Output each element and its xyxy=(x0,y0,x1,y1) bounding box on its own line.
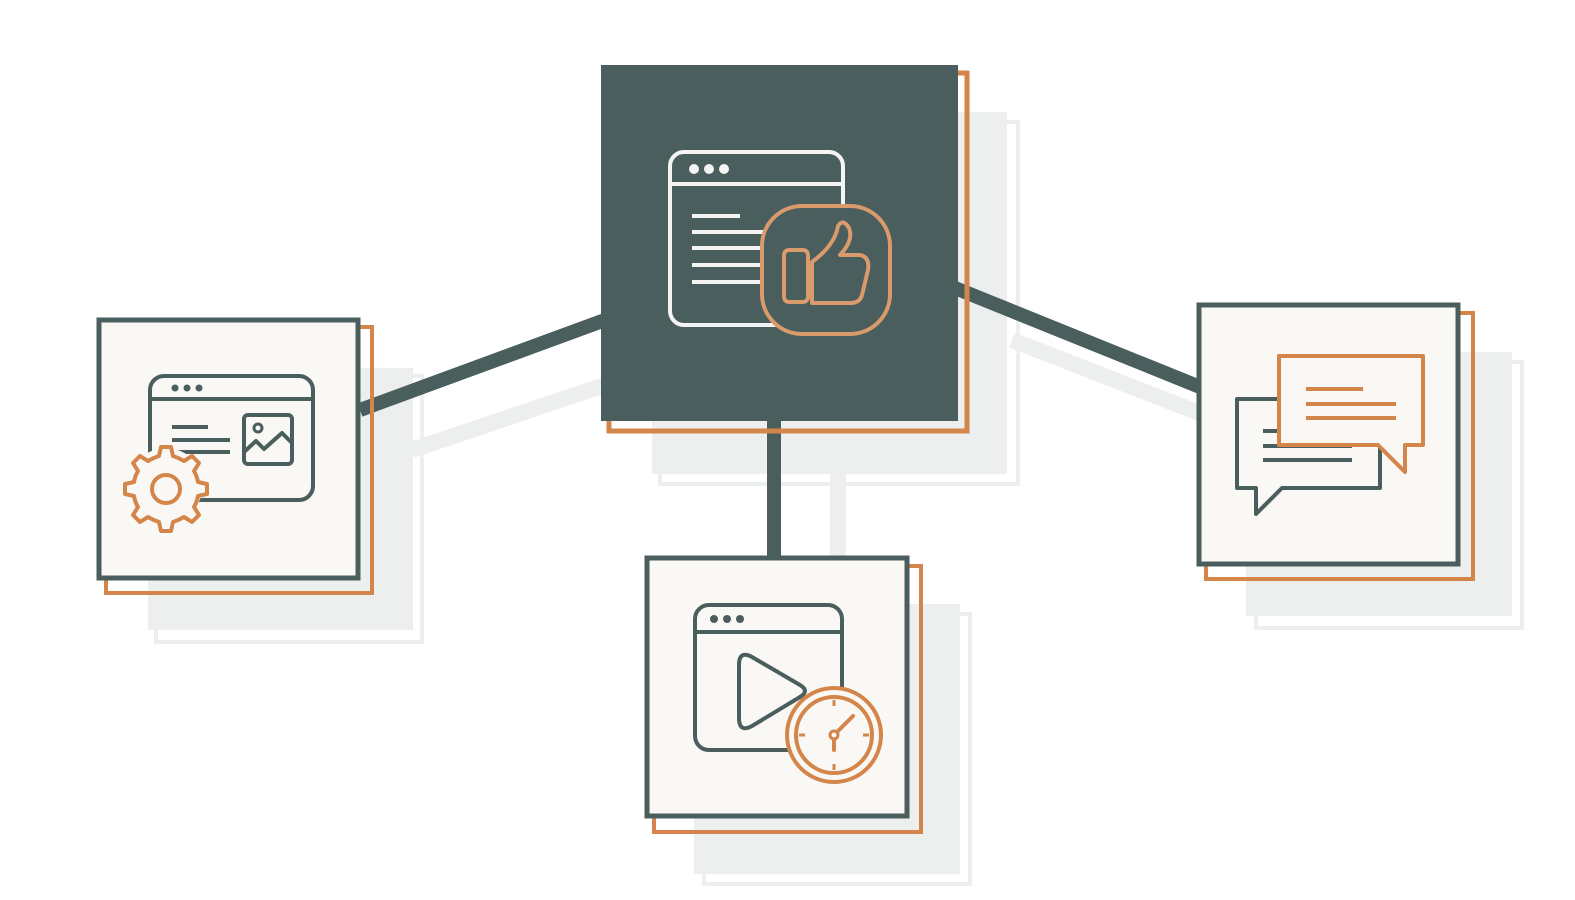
video-timer-icon xyxy=(693,603,883,784)
gear-icon xyxy=(123,445,209,533)
speech-bubble-front-icon xyxy=(1277,354,1425,474)
clock-icon xyxy=(794,695,874,775)
webpage-thumbs-up-icon xyxy=(668,150,892,336)
video-node xyxy=(644,555,923,834)
play-icon xyxy=(737,652,807,731)
chat-bubbles-icon xyxy=(1235,354,1425,516)
hub-node xyxy=(601,65,970,434)
connector-hub-chat xyxy=(952,281,1203,394)
settings-node xyxy=(96,317,374,595)
video-card xyxy=(644,555,910,819)
connector-hub-settings xyxy=(357,313,608,417)
settings-card xyxy=(96,317,361,581)
webpage-settings-icon xyxy=(123,374,315,533)
connectors xyxy=(357,281,1203,558)
chat-node xyxy=(1196,302,1475,581)
